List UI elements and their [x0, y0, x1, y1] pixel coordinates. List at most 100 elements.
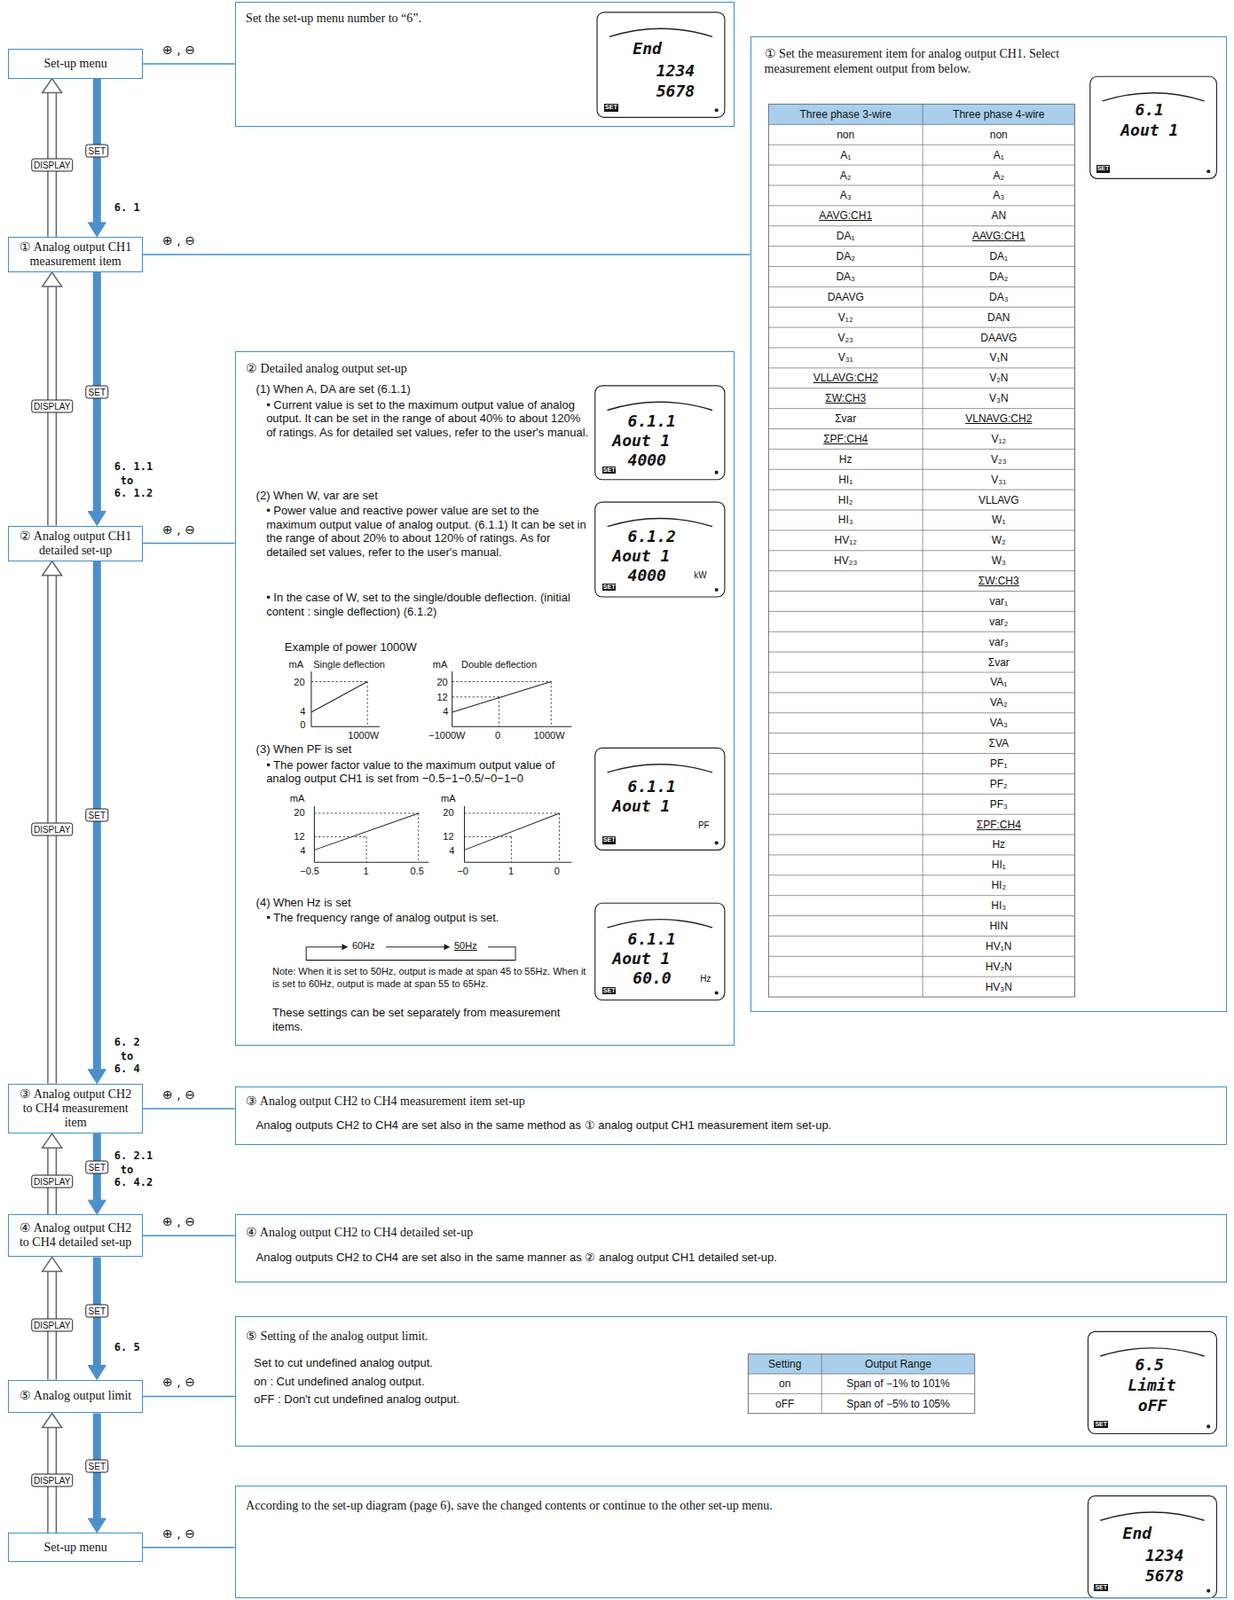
arrow-head [42, 1413, 63, 1428]
table-rule [768, 225, 1075, 227]
description-panel: ⑤ Setting of the analog output limit.Set… [235, 1316, 1227, 1447]
key-label: DISPLAY [31, 1174, 74, 1188]
graph-label: Double deflection [461, 659, 537, 670]
table-cell: A₂ [768, 165, 923, 186]
table-cell: DA₃ [922, 286, 1075, 307]
table-cell: Σvar [768, 408, 923, 430]
graph-label: Single deflection [313, 659, 386, 670]
connector [142, 1235, 236, 1238]
table-cell: AAVG:CH1 [922, 226, 1075, 247]
table-cell: V₁₂ [768, 306, 923, 328]
box-label: ① Analog output CH1 measurement item [14, 240, 137, 269]
table-header-fill [747, 1354, 975, 1375]
connector-group [87, 1257, 106, 1380]
graph-label: 0 [554, 865, 560, 877]
graph-label: 1000W [534, 730, 566, 741]
panel-text: • Current value is set to the maximum ou… [266, 398, 591, 441]
lcd-text: 1234 [656, 62, 695, 79]
graph-label: 4 [299, 706, 306, 717]
table-rule [768, 408, 1075, 409]
table-cell: HV₂₃ [768, 550, 923, 572]
connector [142, 62, 236, 65]
table-cell: oFF [747, 1393, 822, 1414]
graph-line [451, 671, 453, 727]
lcd-text: Aout 1 [1120, 122, 1179, 139]
connector-group [142, 254, 751, 256]
panel-text: ⑤ Setting of the analog output limit. [245, 1329, 654, 1345]
guide-line [314, 812, 418, 814]
box-label: ④ Analog output CH2 to CH4 detailed set-… [14, 1221, 137, 1250]
arrow-head [42, 1257, 63, 1272]
box-label: ⑤ Analog output limit [19, 1389, 132, 1404]
table-cell: VA₁ [922, 672, 1075, 693]
lcd-text: 4000 [628, 567, 667, 584]
table-rule [768, 469, 1075, 471]
description-panel: ④ Analog output CH2 to CH4 detailed set-… [235, 1214, 1227, 1283]
arrow-head [87, 1518, 106, 1533]
panel-text: These settings can be set separately fro… [272, 1006, 591, 1034]
key-pair-label: ⊕ , ⊖ [162, 1375, 196, 1390]
arrow-head [87, 222, 106, 237]
lcd-text: 6.1.1 [628, 931, 676, 948]
table-cell: ΣPF:CH4 [922, 814, 1075, 835]
table-rule [768, 956, 1075, 958]
set-badge: SET [1096, 165, 1111, 173]
guide-line [366, 836, 368, 863]
table-rule [768, 347, 1075, 349]
cycle-arrow [306, 947, 516, 961]
table-rule [768, 529, 1075, 531]
table-cell: VLNAVG:CH2 [922, 408, 1075, 430]
table-rule [768, 590, 1075, 592]
table-rule [768, 814, 1075, 816]
graph-label: 60Hz [352, 940, 376, 952]
lcd-dot [1206, 1424, 1211, 1429]
table-header: Three phase 3-wire [768, 103, 923, 125]
table-cell: DA₁ [768, 226, 923, 247]
arrow-head [42, 78, 63, 94]
key-label: DISPLAY [31, 399, 74, 413]
table-cell: DA₂ [768, 246, 923, 268]
table-rule [768, 691, 1075, 693]
table-rule [768, 165, 1075, 166]
table-header-fill [768, 103, 1075, 125]
table-rule [768, 854, 1075, 856]
graph-label: 20 [436, 676, 448, 688]
step-number: 6. 1 [114, 202, 141, 213]
panel-text: ③ Analog output CH2 to CH4 measurement i… [245, 1094, 1164, 1110]
table-cell: HV₃N [922, 976, 1075, 998]
connector-group [87, 1413, 106, 1533]
lcd-text: Limit [1127, 1377, 1176, 1394]
table-rule [768, 266, 1075, 268]
step-number: to [120, 1051, 134, 1062]
table-cell: DA₃ [768, 267, 923, 288]
table-cell: ΣVA [922, 733, 1075, 755]
process-box: Set-up menu [7, 1532, 143, 1563]
table-rule [768, 124, 1075, 126]
lcd-text: 6.1 [1134, 102, 1164, 118]
table-rule [768, 773, 1075, 775]
lcd-text: 6.1.2 [628, 528, 676, 545]
table-cell: non [922, 124, 1075, 145]
table-cell: on [747, 1374, 822, 1394]
table-cell: V₂₃ [922, 448, 1075, 470]
lcd-text: 6.1.1 [628, 413, 676, 430]
panel-text: on : Cut undefined analog output. [253, 1375, 662, 1390]
table-border [747, 1354, 975, 1415]
table-rule [768, 672, 1075, 674]
panel-text: Analog outputs CH2 to CH4 are set also i… [256, 1118, 1175, 1133]
key-pair-label: ⊕ , ⊖ [162, 1214, 196, 1229]
panel-text: Note: When it is set to 50Hz, output is … [272, 966, 591, 991]
table-rule [768, 712, 1075, 714]
lcd-scale [1100, 1512, 1204, 1521]
table-rule [768, 204, 1075, 206]
table-rule [747, 1374, 975, 1376]
lcd-display [597, 12, 725, 118]
lcd-dot [715, 471, 719, 475]
step-number: 6. 4 [114, 1063, 141, 1075]
step-number: to [120, 1164, 134, 1176]
table-cell: V₂N [922, 368, 1075, 389]
table-cell: V₃N [922, 388, 1075, 409]
lcd-text: 5678 [1145, 1568, 1184, 1585]
table-cell: HI₃ [768, 510, 923, 531]
graph-label: 4 [299, 845, 306, 857]
